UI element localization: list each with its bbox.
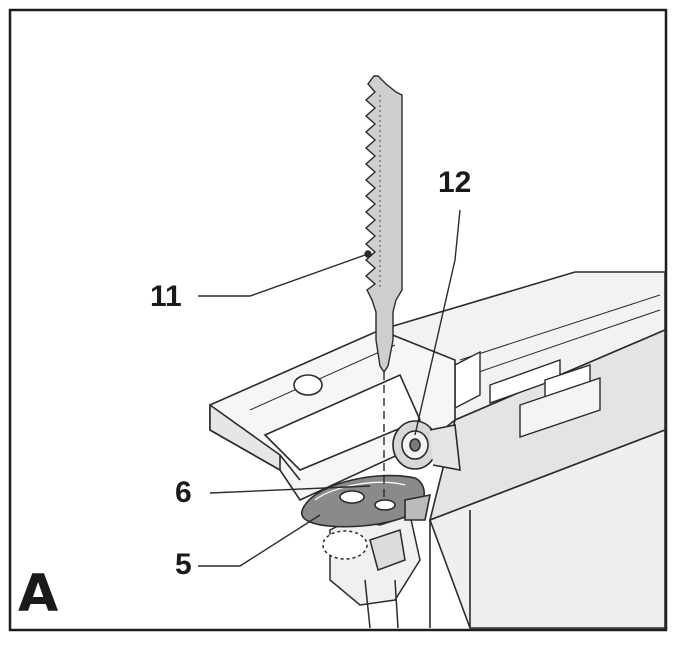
leader-5 xyxy=(198,514,321,567)
callout-5: 5 xyxy=(175,548,192,581)
leader-lines xyxy=(198,209,461,567)
support-roller xyxy=(392,420,461,471)
callout-11: 11 xyxy=(150,280,182,313)
plate-hole xyxy=(293,374,323,396)
leader-12 xyxy=(414,209,461,436)
leader-6 xyxy=(209,485,371,494)
blade-clamp-lever xyxy=(300,474,432,528)
base-plate xyxy=(209,329,456,502)
panel-letter: A xyxy=(18,564,59,624)
callout-6: 6 xyxy=(175,476,192,509)
callout-12: 12 xyxy=(438,166,472,199)
leader-11 xyxy=(198,253,369,297)
saw-blade xyxy=(364,75,403,374)
leader-11-dot xyxy=(364,250,372,258)
